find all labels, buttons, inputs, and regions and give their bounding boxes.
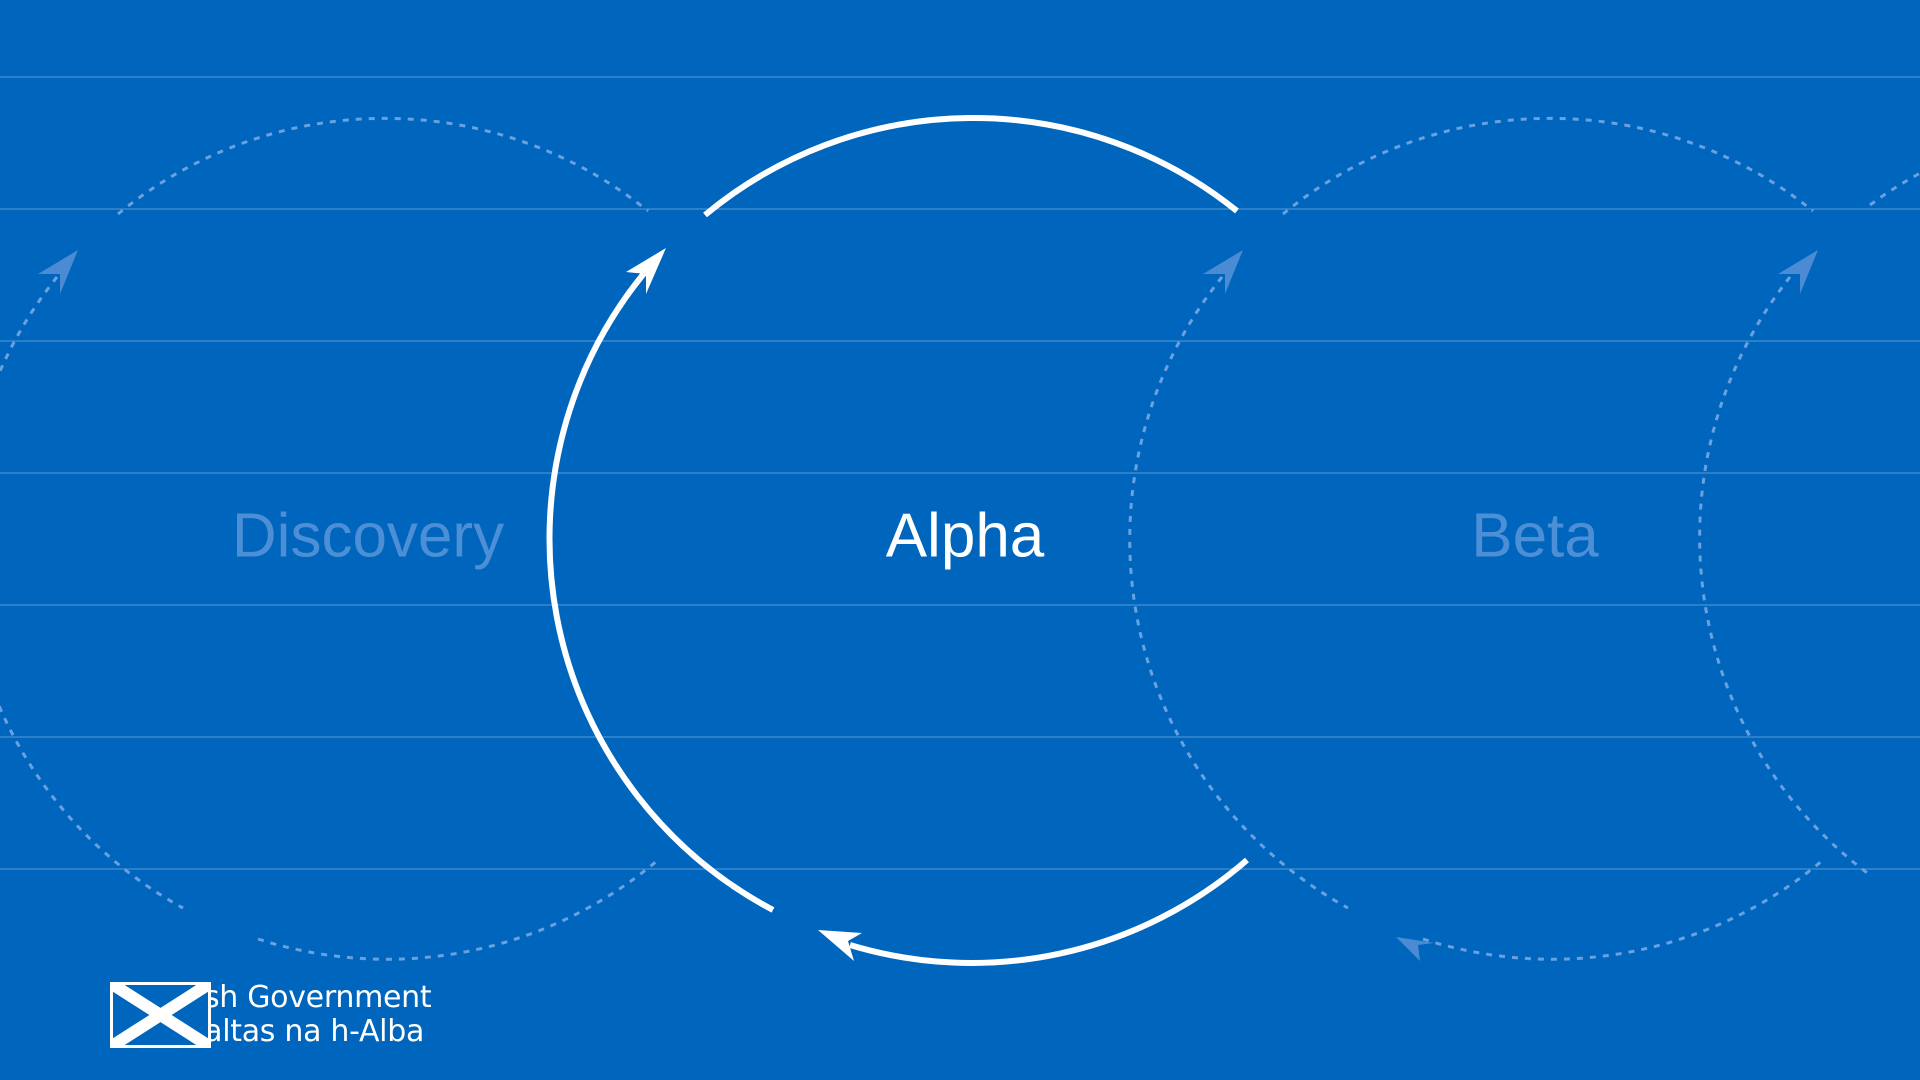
beta-arc-top xyxy=(1282,116,1814,216)
next-arrowhead-icon xyxy=(1778,250,1818,294)
beta-arrowhead-bottom-icon xyxy=(1396,937,1434,961)
guide-lines xyxy=(0,76,1920,870)
discovery-arrowhead-icon xyxy=(38,250,78,294)
alpha-arc-top xyxy=(703,115,1239,218)
alpha-arrowhead-top-icon xyxy=(626,248,666,294)
beta-arrowhead-left-icon xyxy=(1203,250,1243,294)
next-arc-top xyxy=(1869,171,1920,207)
scottish-government-logo: Scottish Government Riaghaltas na h-Alba xyxy=(110,981,432,1049)
alpha-arc-left xyxy=(546,263,775,913)
discovery-arc-left xyxy=(0,276,184,910)
phase-label-beta: Beta xyxy=(1471,501,1599,570)
discovery-arc-bottom xyxy=(257,858,659,961)
beta-arc-bottom xyxy=(1422,858,1824,961)
alpha-arrowhead-bottom-icon xyxy=(818,930,862,961)
beta-cycle xyxy=(1128,116,1824,961)
next-cycle-partial xyxy=(1698,171,1920,877)
saltire-flag-icon xyxy=(110,982,211,1048)
next-arc-left xyxy=(1698,276,1871,877)
discovery-arc-top xyxy=(117,116,649,216)
phase-label-discovery: Discovery xyxy=(232,501,504,570)
alpha-cycle xyxy=(546,115,1249,966)
beta-arc-left xyxy=(1128,276,1349,910)
discovery-cycle xyxy=(0,116,659,961)
phase-label-alpha: Alpha xyxy=(886,501,1045,570)
alpha-arc-bottom xyxy=(849,857,1249,966)
